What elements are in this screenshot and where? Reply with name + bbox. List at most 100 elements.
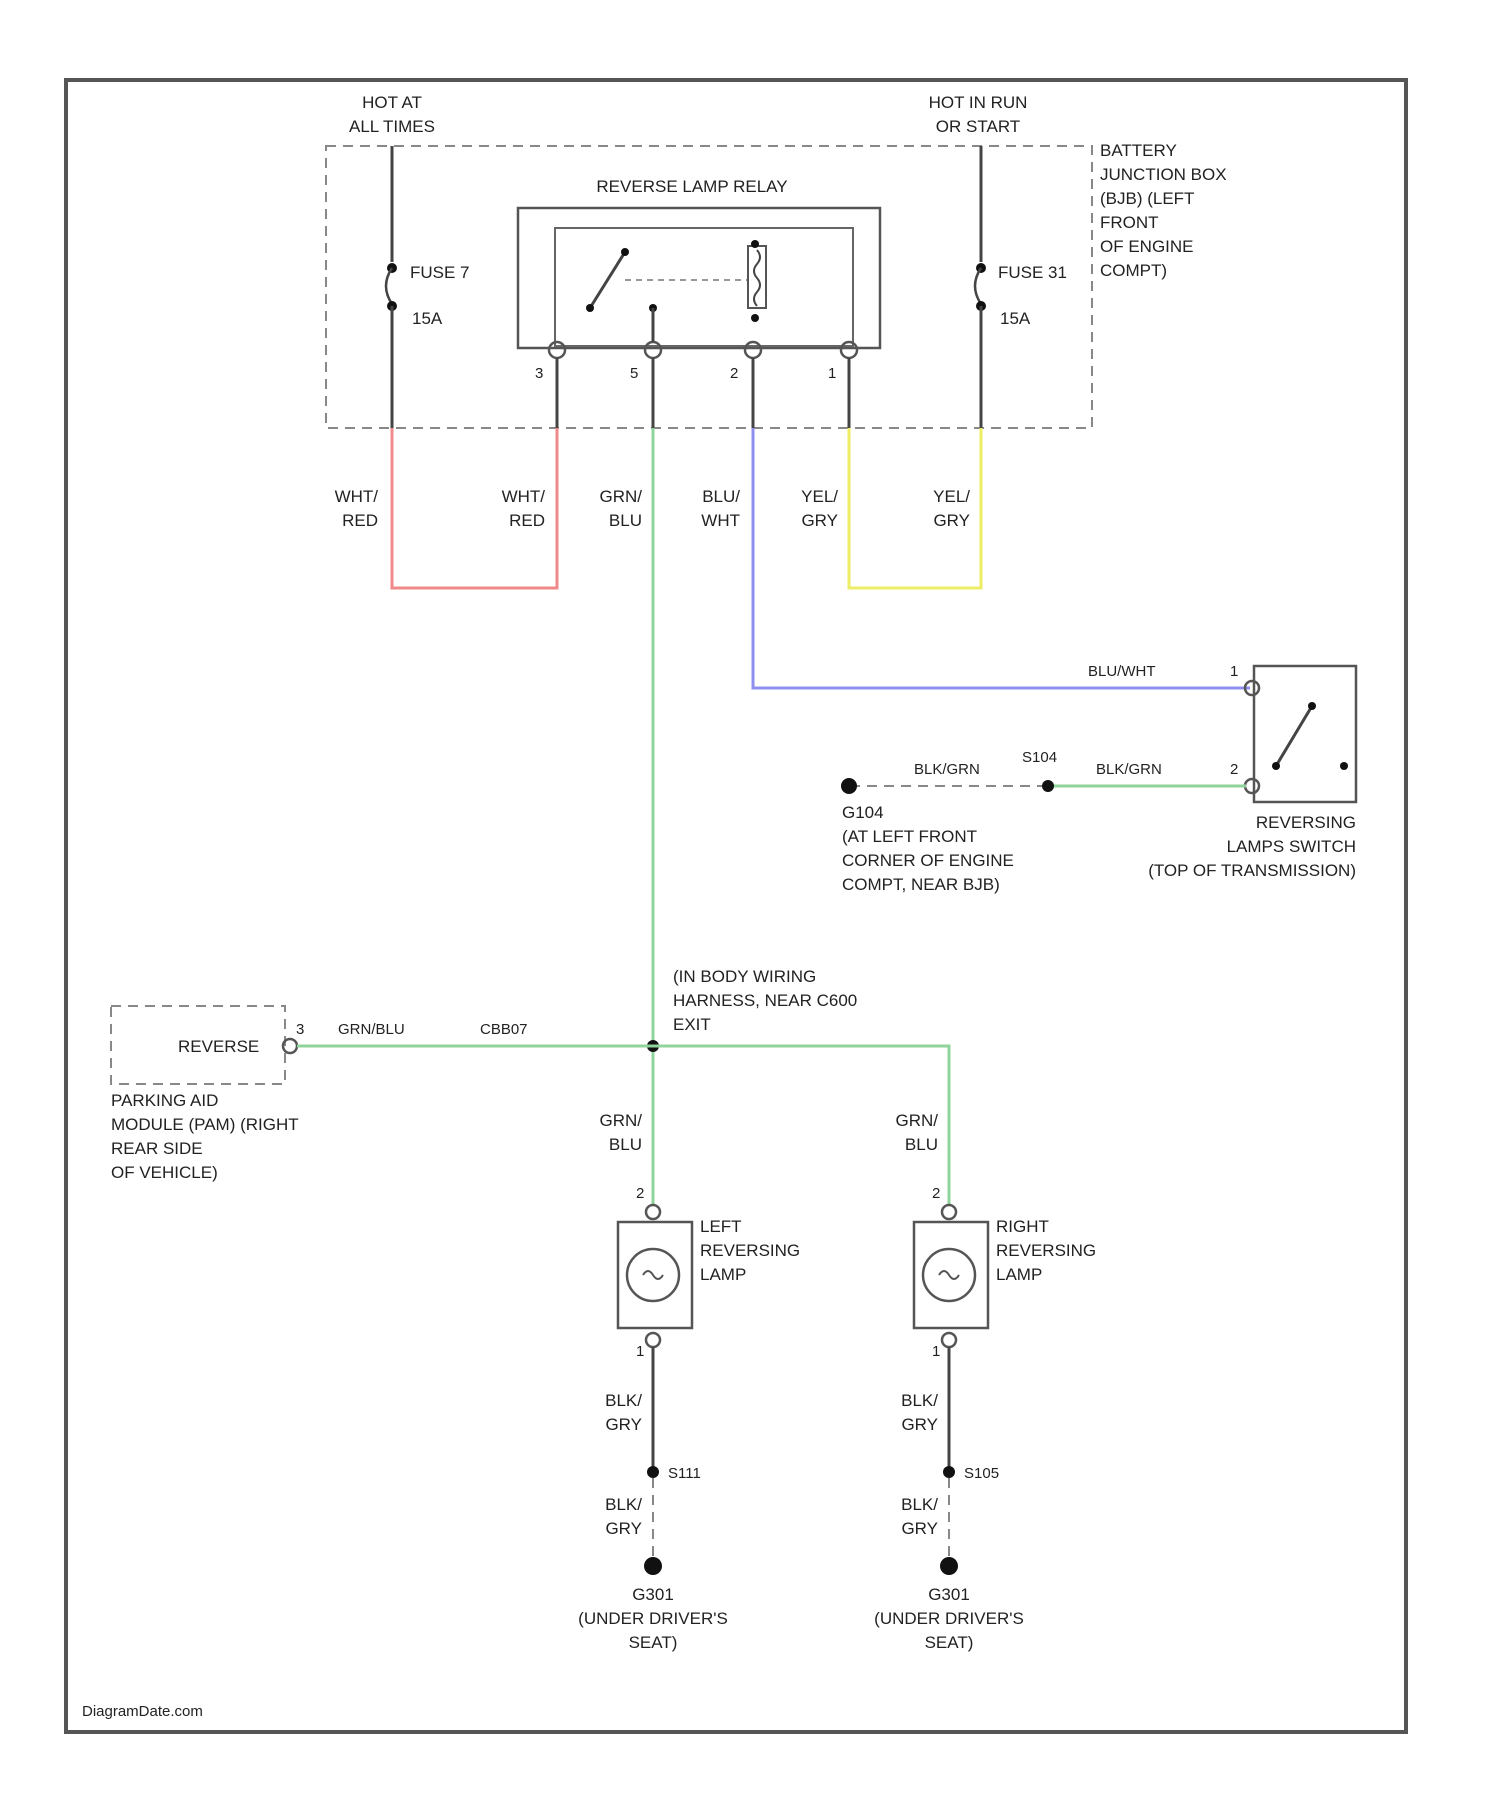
svg-text:(IN BODY WIRING: (IN BODY WIRING [673,967,816,986]
svg-text:WHT/: WHT/ [335,487,379,506]
svg-text:SEAT): SEAT) [629,1633,678,1652]
svg-text:GRY: GRY [801,511,838,530]
svg-text:BLU/: BLU/ [702,487,740,506]
reverse-switch-contact-a [1308,702,1316,710]
svg-text:JUNCTION BOX: JUNCTION BOX [1100,165,1227,184]
left-lamp-filament-icon [643,1271,663,1279]
right-lamp-label: RIGHT REVERSING LAMP [996,1217,1096,1284]
relay-coil-icon [754,250,760,306]
hot-in-run-label: HOT IN RUN [929,93,1028,112]
parking-aid-module-label: PARKING AID MODULE (PAM) (RIGHT REAR SID… [111,1091,299,1182]
ground-left-label: G301 (UNDER DRIVER'S SEAT) [578,1585,728,1652]
wht-red-label-left: WHT/ RED [335,487,379,530]
svg-text:COMPT, NEAR BJB): COMPT, NEAR BJB) [842,875,1000,894]
svg-text:BLK/: BLK/ [901,1495,938,1514]
svg-text:SEAT): SEAT) [925,1633,974,1652]
svg-text:REVERSING: REVERSING [700,1241,800,1260]
reverse-switch-arm [1276,706,1312,766]
relay-pin-5-terminal [645,342,661,358]
relay-contact-b [586,304,594,312]
left-lamp-blk-gry-label: BLK/ GRY [605,1391,642,1434]
grn-blu-label-top: GRN/ BLU [600,487,643,530]
relay-pin-1-label: 1 [828,365,836,382]
splice-body-harness-label: (IN BODY WIRING HARNESS, NEAR C600 EXIT [673,967,857,1034]
svg-text:LAMP: LAMP [700,1265,746,1284]
fuse-31-icon [975,268,981,304]
blu-wht-label-top: BLU/ WHT [701,487,740,530]
svg-text:MODULE (PAM) (RIGHT: MODULE (PAM) (RIGHT [111,1115,299,1134]
left-lamp-blk-gry-label-2: BLK/ GRY [605,1495,642,1538]
relay-name: REVERSE LAMP RELAY [596,177,787,196]
grn-blu-label-right-lamp: GRN/ BLU [896,1111,939,1154]
yel-gry-wire [849,428,981,588]
svg-text:RIGHT: RIGHT [996,1217,1049,1236]
splice-s111 [647,1466,659,1478]
reverse-switch-pin-2-terminal [1245,779,1259,793]
svg-text:LAMPS SWITCH: LAMPS SWITCH [1227,837,1356,856]
relay-pin-1-terminal [841,342,857,358]
yel-gry-label-left: YEL/ GRY [801,487,838,530]
parking-aid-reverse-label: REVERSE [178,1037,259,1056]
svg-text:YEL/: YEL/ [801,487,838,506]
relay-inner [555,228,853,346]
svg-text:REVERSING: REVERSING [1256,813,1356,832]
svg-text:BLK/: BLK/ [605,1495,642,1514]
blk-grn-inline-label-left: BLK/GRN [914,761,980,778]
blu-wht-wire [753,428,1250,688]
grn-blu-inline-label: GRN/BLU [338,1021,405,1038]
svg-text:GRN/: GRN/ [896,1111,939,1130]
ground-right-g301 [940,1557,958,1575]
hot-in-run-label-2: OR START [936,117,1020,136]
svg-text:G104: G104 [842,803,884,822]
grn-blu-label-left-lamp: GRN/ BLU [600,1111,643,1154]
svg-text:OF VEHICLE): OF VEHICLE) [111,1163,218,1182]
svg-text:BLK/: BLK/ [901,1391,938,1410]
svg-text:COMPT): COMPT) [1100,261,1167,280]
splice-s104-label: S104 [1022,749,1057,766]
ground-left-g301 [644,1557,662,1575]
yel-gry-label-right: YEL/ GRY [933,487,970,530]
svg-text:CORNER OF ENGINE: CORNER OF ENGINE [842,851,1014,870]
svg-text:G301: G301 [632,1585,674,1604]
hot-at-all-times-label-2: ALL TIMES [349,117,435,136]
diagram-frame [66,80,1406,1732]
svg-text:(AT LEFT FRONT: (AT LEFT FRONT [842,827,977,846]
svg-text:(BJB) (LEFT: (BJB) (LEFT [1100,189,1194,208]
right-lamp-blk-gry-label-2: BLK/ GRY [901,1495,938,1538]
fuse-7-rating: 15A [412,309,443,328]
parking-aid-pin-label: 3 [296,1021,304,1038]
blu-wht-inline-label: BLU/WHT [1088,663,1156,680]
splice-s105-label: S105 [964,1465,999,1482]
left-lamp-label: LEFT REVERSING LAMP [700,1217,800,1284]
ground-right-label: G301 (UNDER DRIVER'S SEAT) [874,1585,1024,1652]
fuse-31-rating: 15A [1000,309,1031,328]
watermark: DiagramDate.com [82,1703,203,1720]
right-lamp-top-terminal [942,1205,956,1219]
svg-text:FRONT: FRONT [1100,213,1159,232]
left-lamp-bottom-terminal [646,1333,660,1347]
fuse-7-icon [386,268,392,304]
svg-text:PARKING AID: PARKING AID [111,1091,218,1110]
ground-g104 [841,778,857,794]
reverse-switch-body [1254,666,1356,802]
reverse-switch-pin-2-label: 2 [1230,761,1238,778]
ground-g104-label: G104 (AT LEFT FRONT CORNER OF ENGINE COM… [842,803,1014,894]
relay-pin-3-label: 3 [535,365,543,382]
svg-text:LAMP: LAMP [996,1265,1042,1284]
relay-switch-arm [590,252,625,308]
wht-red-label-right: WHT/ RED [502,487,546,530]
svg-text:BLU: BLU [609,1135,642,1154]
left-lamp-pin-top: 2 [636,1185,644,1202]
right-lamp-filament-icon [939,1271,959,1279]
svg-text:YEL/: YEL/ [933,487,970,506]
right-lamp-blk-gry-label: BLK/ GRY [901,1391,938,1434]
svg-text:GRN/: GRN/ [600,1111,643,1130]
right-lamp-pin-bottom: 1 [932,1343,940,1360]
reverse-switch-pin-1-label: 1 [1230,663,1238,680]
relay-pin-5-label: 5 [630,365,638,382]
reverse-switch-contact-c [1340,762,1348,770]
svg-text:GRY: GRY [605,1519,642,1538]
blk-grn-inline-label-right: BLK/GRN [1096,761,1162,778]
svg-text:WHT/: WHT/ [502,487,546,506]
